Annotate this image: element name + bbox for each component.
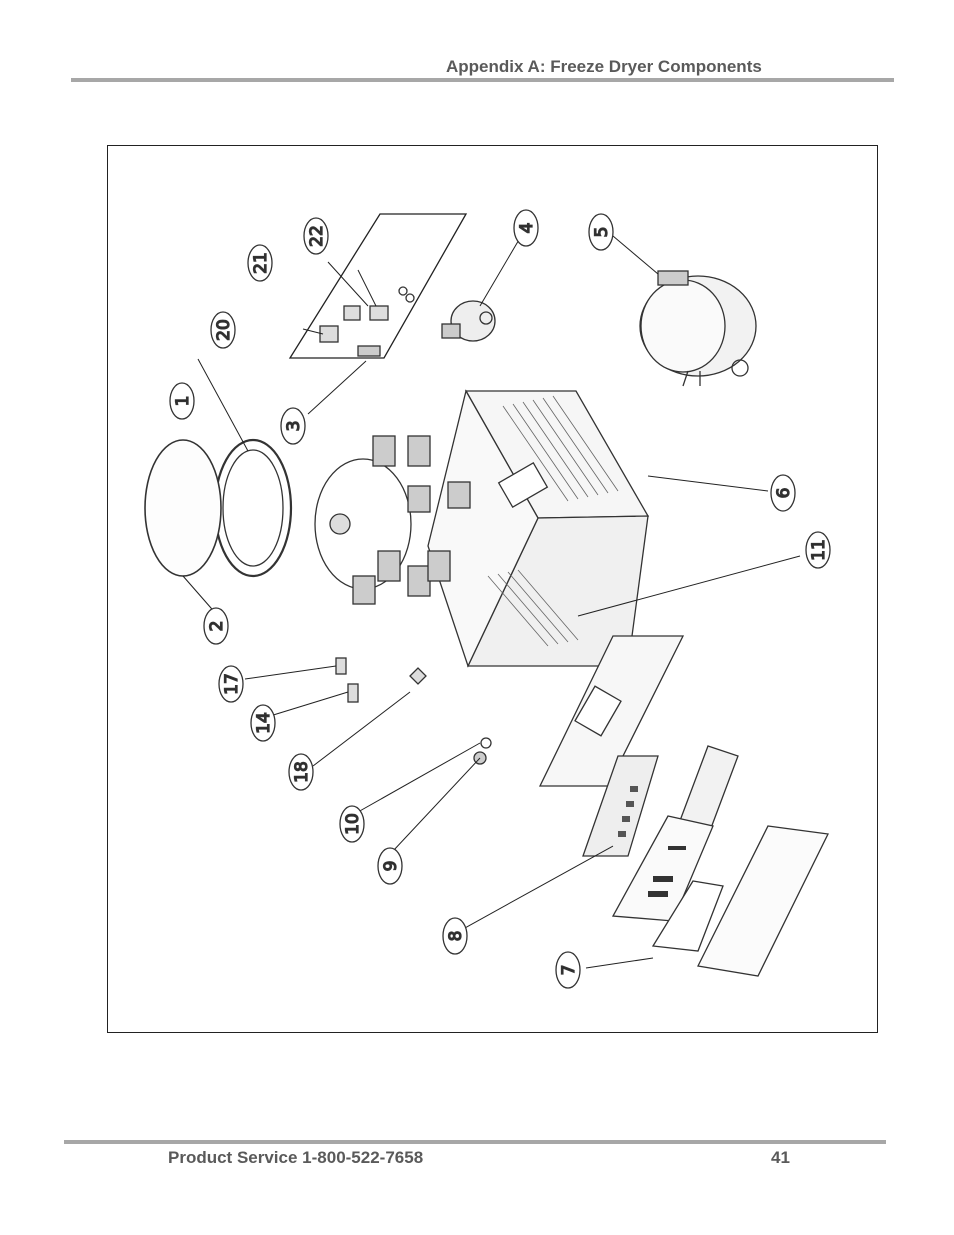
exploded-parts-diagram: 22 21 20 4 5 1 3 6 11 2 17 14 18 10 9 8 … — [107, 145, 878, 1033]
footer-service-phone: Product Service 1-800-522-7658 — [168, 1148, 424, 1167]
callout-18: 18 — [288, 753, 314, 791]
compressor — [639, 270, 757, 387]
callout-7: 7 — [555, 951, 581, 989]
callout-6: 6 — [770, 474, 796, 512]
callout-4: 4 — [513, 209, 539, 247]
callout-6-label: 6 — [774, 488, 794, 499]
callout-11-label: 11 — [809, 539, 829, 561]
callout-1-label: 1 — [173, 396, 193, 407]
callout-21-label: 21 — [251, 252, 271, 274]
callout-11: 11 — [805, 531, 831, 569]
callout-3-label: 3 — [284, 421, 304, 432]
small-fittings — [335, 657, 492, 765]
callout-1: 1 — [169, 382, 195, 420]
control-panel-plate — [288, 213, 468, 359]
callout-22: 22 — [303, 217, 329, 255]
callout-18-label: 18 — [292, 761, 312, 783]
callout-5-label: 5 — [592, 227, 612, 238]
callout-4-label: 4 — [517, 223, 537, 234]
page-number: 41 — [771, 1148, 790, 1167]
callout-20: 20 — [210, 311, 236, 349]
callout-3: 3 — [280, 407, 306, 445]
callout-14: 14 — [250, 704, 276, 742]
callout-10: 10 — [339, 805, 365, 843]
callout-17-label: 17 — [222, 673, 242, 695]
callout-2: 2 — [203, 607, 229, 645]
fan-motor — [441, 300, 496, 342]
callout-9: 9 — [377, 847, 403, 885]
vacuum-chamber — [314, 435, 471, 605]
header-divider — [71, 78, 894, 82]
page-header-title: Appendix A: Freeze Dryer Components — [446, 57, 762, 76]
callout-7-label: 7 — [559, 965, 579, 976]
callout-22-label: 22 — [307, 225, 327, 247]
callout-2-label: 2 — [207, 621, 227, 632]
door-gasket — [213, 438, 293, 578]
callout-21: 21 — [247, 244, 273, 282]
callout-5: 5 — [588, 213, 614, 251]
callout-17: 17 — [218, 665, 244, 703]
footer-divider — [64, 1140, 886, 1144]
control-board — [582, 755, 659, 857]
part-callouts: 22 21 20 4 5 1 3 6 11 2 17 14 18 10 9 8 … — [169, 209, 831, 989]
front-panel-cover — [651, 825, 829, 977]
callout-8: 8 — [442, 917, 468, 955]
callout-14-label: 14 — [254, 712, 274, 734]
callout-20-label: 20 — [214, 319, 234, 341]
main-chassis — [427, 389, 650, 668]
callout-8-label: 8 — [446, 931, 466, 942]
callout-9-label: 9 — [381, 861, 401, 872]
callout-10-label: 10 — [343, 813, 363, 835]
door-panel — [144, 439, 222, 577]
